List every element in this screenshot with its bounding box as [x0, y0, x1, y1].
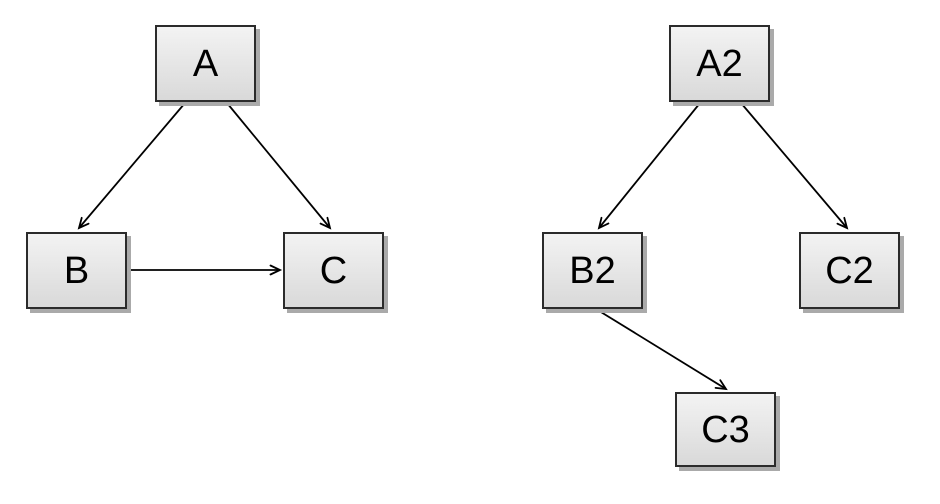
node-a2-label: A2: [696, 42, 743, 85]
node-b-label: B: [63, 249, 90, 292]
edge-a-c: [226, 102, 332, 230]
node-a: A: [155, 25, 256, 102]
node-c: C: [283, 232, 384, 309]
node-c2-label: C2: [825, 249, 874, 292]
node-a2: A2: [669, 25, 770, 102]
node-b2: B2: [542, 232, 643, 309]
edge-a2-c2: [740, 102, 849, 230]
edge-a2-b2: [597, 102, 701, 230]
node-a-label: A: [192, 42, 219, 85]
node-c2: C2: [799, 232, 900, 309]
edge-a-b: [77, 102, 186, 230]
edge-b2-c3: [595, 308, 728, 391]
node-c3-label: C3: [701, 408, 750, 451]
node-b2-label: B2: [569, 249, 616, 292]
node-c3: C3: [675, 392, 776, 467]
node-c-label: C: [319, 249, 348, 292]
node-b: B: [26, 232, 127, 309]
